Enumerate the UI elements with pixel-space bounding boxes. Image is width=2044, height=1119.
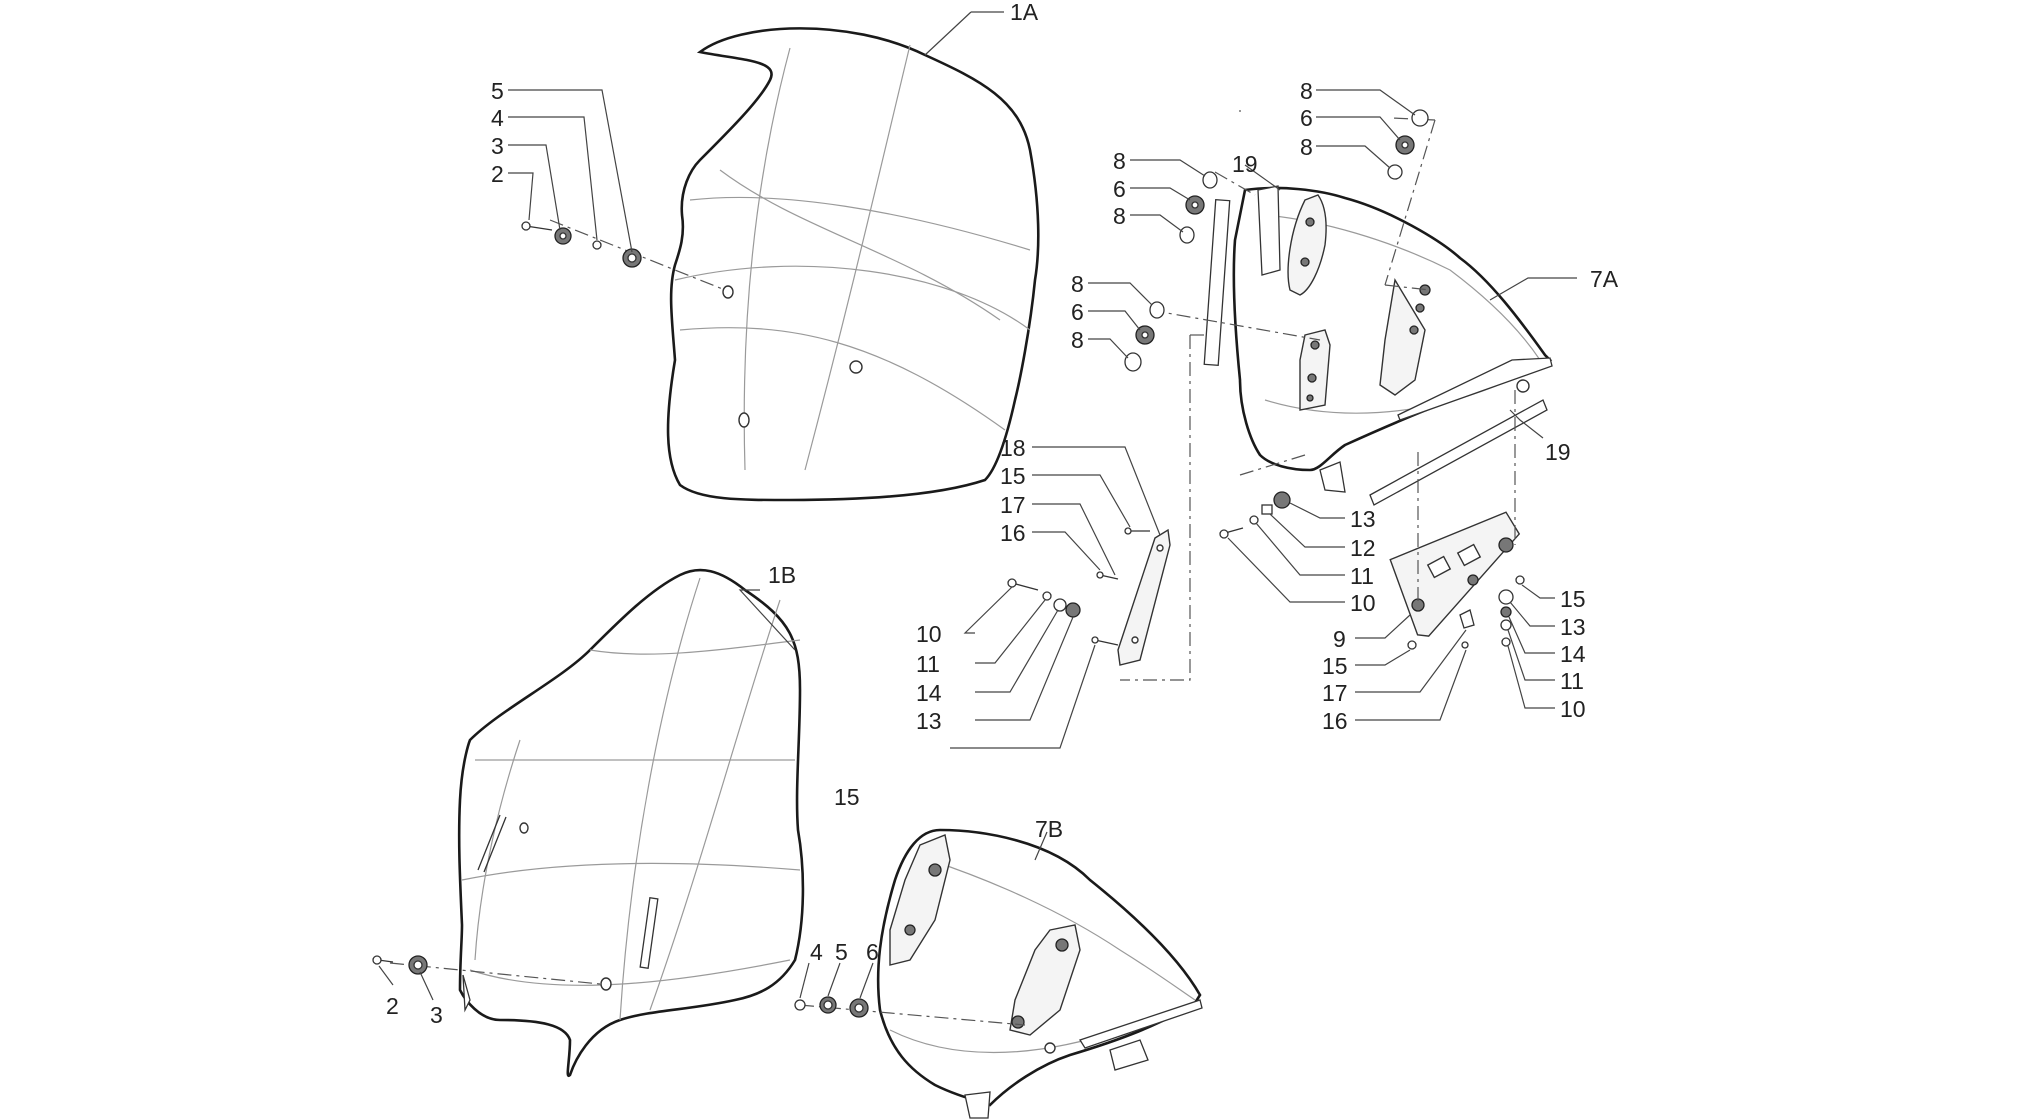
label-tc-6a: 6 [1113,176,1126,202]
label-r-13: 13 [1350,506,1376,532]
label-c-16: 16 [1000,520,1026,546]
label-bm-4: 4 [810,939,823,965]
strip-19-vertical [1203,199,1231,366]
label-tl-4: 4 [491,105,504,131]
windscreen-1a [666,27,1040,502]
label-c-10: 10 [916,621,942,647]
label-c-18: 18 [1000,435,1026,461]
label-7a: 7A [1590,266,1619,292]
label-1b: 1B [768,562,796,588]
label-rr-11: 11 [1560,668,1584,694]
bracket-9 [1389,511,1521,637]
label-r-17: 17 [1322,680,1348,706]
label-r-15: 15 [1322,653,1348,679]
label-tl-3: 3 [491,133,504,159]
label-rr-10: 10 [1560,696,1586,722]
callout-labels: 1A 1B 7A 7B 5 4 3 2 8 6 8 19 19 8 6 8 8 … [386,0,1619,1028]
label-c-14: 14 [916,680,942,706]
label-r-12: 12 [1350,535,1376,561]
hardware-parts [372,109,1525,1018]
label-r-9: 9 [1333,626,1346,652]
bracket-18 [1117,528,1171,666]
label-tc-8c: 8 [1071,271,1084,297]
label-r-16: 16 [1322,708,1348,734]
label-tc-8b: 8 [1113,203,1126,229]
label-bm-6: 6 [866,939,879,965]
label-c-15: 15 [1000,463,1026,489]
label-tr-8a: 8 [1300,78,1313,104]
windscreen-1b [457,568,805,1078]
label-mid-15: 15 [834,784,860,810]
label-bl-3: 3 [430,1002,443,1028]
leader-lines [378,11,1577,1001]
label-7b: 7B [1035,816,1063,842]
label-tr-19b: 19 [1545,439,1571,465]
label-tc-8d: 8 [1071,327,1084,353]
label-c-13: 13 [916,708,942,734]
label-tl-5: 5 [491,78,504,104]
frame-7b [876,828,1203,1119]
label-tr-19a: 19 [1232,151,1258,177]
label-tl-2: 2 [491,161,504,187]
label-c-11: 11 [916,651,940,677]
frame-7a [1232,185,1553,493]
label-r-11: 11 [1350,563,1374,589]
strip-19-horizontal [1369,399,1548,506]
label-rr-13: 13 [1560,614,1586,640]
label-tc-8a: 8 [1113,148,1126,174]
label-c-17: 17 [1000,492,1026,518]
label-1a: 1A [1010,0,1039,25]
label-bl-2: 2 [386,993,399,1019]
label-rr-15: 15 [1560,586,1586,612]
label-tc-6b: 6 [1071,299,1084,325]
label-rr-14: 14 [1560,641,1586,667]
label-tr-8b: 8 [1300,134,1313,160]
label-bm-5: 5 [835,939,848,965]
label-r-10: 10 [1350,590,1376,616]
label-tr-6: 6 [1300,105,1313,131]
